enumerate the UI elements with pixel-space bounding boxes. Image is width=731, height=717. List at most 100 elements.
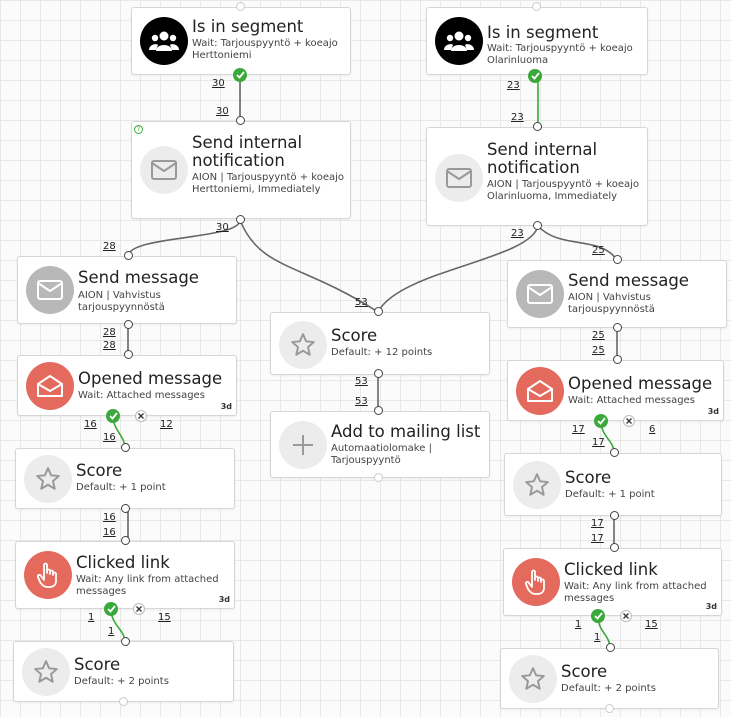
output-port[interactable] <box>613 323 622 332</box>
count-label[interactable]: 23 <box>511 112 524 123</box>
node-clicked-link-right[interactable]: Clicked link Wait: Any link from attache… <box>503 548 722 616</box>
count-label[interactable]: 15 <box>158 612 171 623</box>
count-label[interactable]: 25 <box>592 245 605 256</box>
help-icon[interactable]: ? <box>134 125 143 134</box>
yes-check-icon[interactable] <box>591 609 605 623</box>
output-port[interactable] <box>124 320 133 329</box>
node-subtitle: Default: + 1 point <box>565 489 655 500</box>
node-is-in-segment-left[interactable]: Is in segment Wait: Tarjouspyyntö + koea… <box>131 7 351 75</box>
envelope-icon <box>516 270 564 318</box>
count-label[interactable]: 53 <box>355 297 368 308</box>
count-label[interactable]: 16 <box>103 432 116 443</box>
count-label[interactable]: 16 <box>103 527 116 538</box>
input-port[interactable] <box>121 637 130 646</box>
count-label[interactable]: 23 <box>507 80 520 91</box>
input-port[interactable] <box>532 2 541 11</box>
node-title: Add to mailing list <box>331 422 481 441</box>
count-label[interactable]: 17 <box>592 437 605 448</box>
yes-check-icon[interactable] <box>106 409 120 423</box>
yes-check-icon[interactable] <box>528 69 542 83</box>
count-label[interactable]: 1 <box>108 626 115 637</box>
count-label[interactable]: 53 <box>355 396 368 407</box>
node-subtitle: Default: + 12 points <box>331 347 433 358</box>
input-port[interactable] <box>606 643 615 652</box>
output-port[interactable] <box>121 504 130 513</box>
count-label[interactable]: 16 <box>103 512 116 523</box>
count-label[interactable]: 1 <box>594 632 601 643</box>
delay-badge: 3d <box>705 602 717 611</box>
node-score-2-left[interactable]: Score Default: + 2 points <box>13 641 234 702</box>
input-port[interactable] <box>121 536 130 545</box>
input-port[interactable] <box>236 2 245 11</box>
node-subtitle: Wait: Attached messages <box>78 390 205 401</box>
output-port[interactable] <box>605 704 614 713</box>
star-icon <box>279 321 327 369</box>
node-title: Score <box>74 655 121 674</box>
count-label[interactable]: 17 <box>591 533 604 544</box>
output-port[interactable] <box>533 221 542 230</box>
count-label[interactable]: 30 <box>216 222 229 233</box>
input-port[interactable] <box>610 543 619 552</box>
node-title: Clicked link <box>76 553 170 572</box>
node-opened-message-left[interactable]: Opened message Wait: Attached messages 3… <box>17 355 237 416</box>
pointer-hand-icon <box>512 558 560 606</box>
no-cross-icon[interactable] <box>135 410 147 422</box>
count-label[interactable]: 1 <box>575 619 582 630</box>
count-label[interactable]: 28 <box>103 241 116 252</box>
count-label[interactable]: 30 <box>216 106 229 117</box>
node-send-message-right[interactable]: Send message AION | Vahvistus tarjouspyy… <box>507 260 727 328</box>
input-port[interactable] <box>124 251 133 260</box>
node-send-message-left[interactable]: Send message AION | Vahvistus tarjouspyy… <box>17 256 237 324</box>
node-score-center[interactable]: Score Default: + 12 points <box>270 312 490 375</box>
node-add-to-mailing-list[interactable]: Add to mailing list Automaatiolomake | T… <box>270 411 490 478</box>
node-send-internal-notification-right[interactable]: Send internal notification AION | Tarjou… <box>426 127 648 226</box>
input-port[interactable] <box>374 406 383 415</box>
no-cross-icon[interactable] <box>133 603 145 615</box>
input-port[interactable] <box>533 122 542 131</box>
no-cross-icon[interactable] <box>623 415 635 427</box>
node-score-1-right[interactable]: Score Default: + 1 point <box>504 453 722 516</box>
count-label[interactable]: 15 <box>645 619 658 630</box>
node-send-internal-notification-left[interactable]: Send internal notification AION | Tarjou… <box>131 121 351 219</box>
node-score-1-left[interactable]: Score Default: + 1 point <box>15 448 235 509</box>
input-port[interactable] <box>613 355 622 364</box>
input-port[interactable] <box>374 307 383 316</box>
count-label[interactable]: 28 <box>103 340 116 351</box>
count-label[interactable]: 17 <box>572 424 585 435</box>
count-label[interactable]: 6 <box>649 424 656 435</box>
input-port[interactable] <box>121 443 130 452</box>
count-label[interactable]: 25 <box>592 345 605 356</box>
input-port[interactable] <box>236 116 245 125</box>
node-title: Send message <box>78 268 199 287</box>
node-title: Score <box>565 468 612 487</box>
count-label[interactable]: 53 <box>355 376 368 387</box>
count-label[interactable]: 30 <box>212 78 225 89</box>
count-label[interactable]: 23 <box>511 228 524 239</box>
node-subtitle: Wait: Any link from attached messages <box>76 574 219 597</box>
output-port[interactable] <box>374 473 383 482</box>
input-port[interactable] <box>613 255 622 264</box>
output-port[interactable] <box>374 369 383 378</box>
count-label[interactable]: 16 <box>84 419 97 430</box>
count-label[interactable]: 25 <box>592 330 605 341</box>
yes-check-icon[interactable] <box>594 414 608 428</box>
open-envelope-icon <box>516 367 564 415</box>
output-port[interactable] <box>236 215 245 224</box>
yes-check-icon[interactable] <box>104 602 118 616</box>
count-label[interactable]: 12 <box>160 419 173 430</box>
delay-badge: 3d <box>218 595 230 604</box>
count-label[interactable]: 1 <box>88 612 95 623</box>
input-port[interactable] <box>124 350 133 359</box>
output-port[interactable] <box>610 511 619 520</box>
yes-check-icon[interactable] <box>233 68 247 82</box>
node-is-in-segment-right[interactable]: Is in segment Wait: Tarjouspyyntö + koea… <box>426 7 648 75</box>
node-opened-message-right[interactable]: Opened message Wait: Attached messages 3… <box>507 360 724 421</box>
count-label[interactable]: 17 <box>591 518 604 529</box>
no-cross-icon[interactable] <box>620 610 632 622</box>
node-score-2-right[interactable]: Score Default: + 2 points <box>500 648 719 709</box>
input-port[interactable] <box>610 448 619 457</box>
count-label[interactable]: 28 <box>103 327 116 338</box>
plus-icon <box>279 421 327 469</box>
output-port[interactable] <box>119 697 128 706</box>
node-clicked-link-left[interactable]: Clicked link Wait: Any link from attache… <box>15 541 235 609</box>
